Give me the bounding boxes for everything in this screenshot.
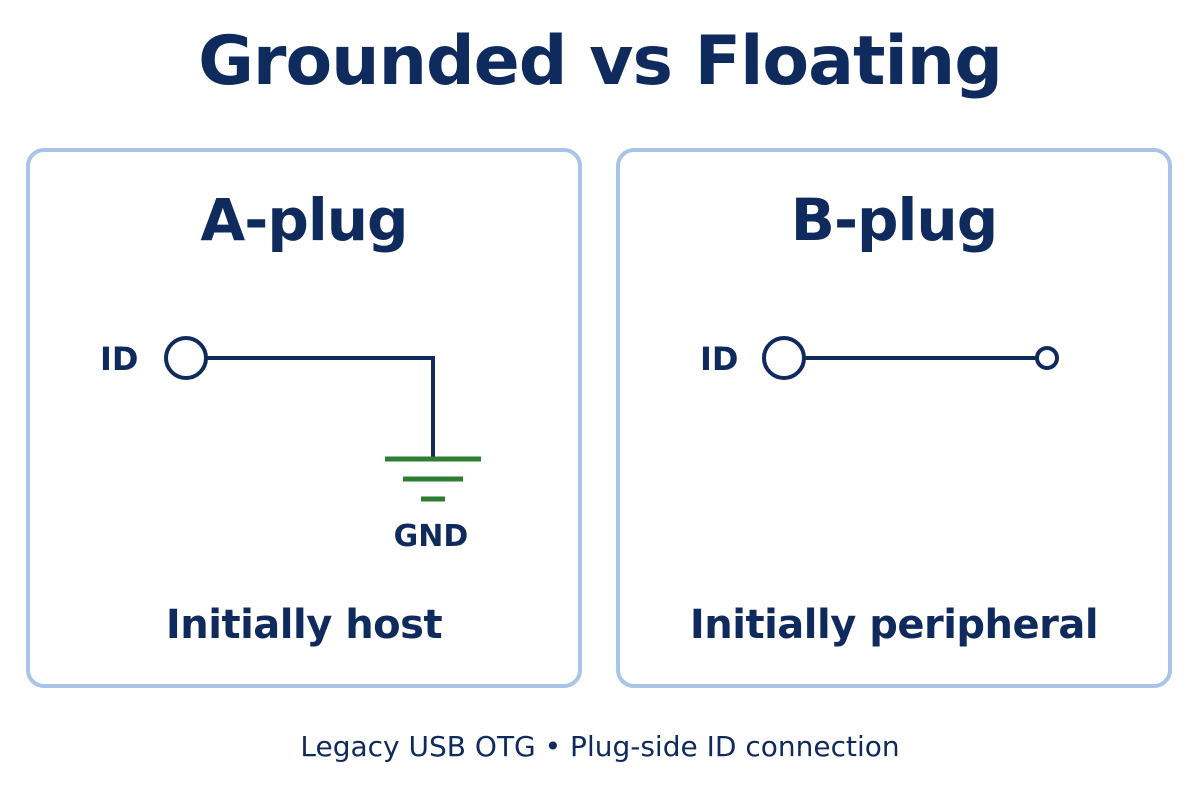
b-plug-id-pin	[762, 336, 806, 380]
a-plug-id-pin	[164, 336, 208, 380]
a-plug-heading: A-plug	[200, 186, 408, 254]
b-plug-open-terminal	[1035, 346, 1059, 370]
a-plug-id-label: ID	[100, 340, 138, 378]
b-plug-id-label: ID	[700, 340, 738, 378]
ground-symbol-icon	[385, 456, 481, 502]
footer-note: Legacy USB OTG • Plug-side ID connection	[300, 730, 900, 763]
b-plug-heading: B-plug	[790, 186, 999, 254]
b-plug-panel: B-plug ID Initially peripheral	[616, 148, 1172, 688]
a-plug-gnd-label: GND	[394, 519, 469, 554]
b-plug-caption: Initially peripheral	[689, 602, 1099, 648]
b-plug-schematic: ID	[700, 336, 1059, 380]
a-plug-panel: A-plug ID GND Initially host	[26, 148, 582, 688]
a-plug-id-wire	[206, 356, 435, 458]
a-plug-caption: Initially host	[165, 602, 443, 648]
diagram-title: Grounded vs Floating	[198, 22, 1003, 101]
a-plug-schematic: ID GND	[100, 336, 481, 554]
